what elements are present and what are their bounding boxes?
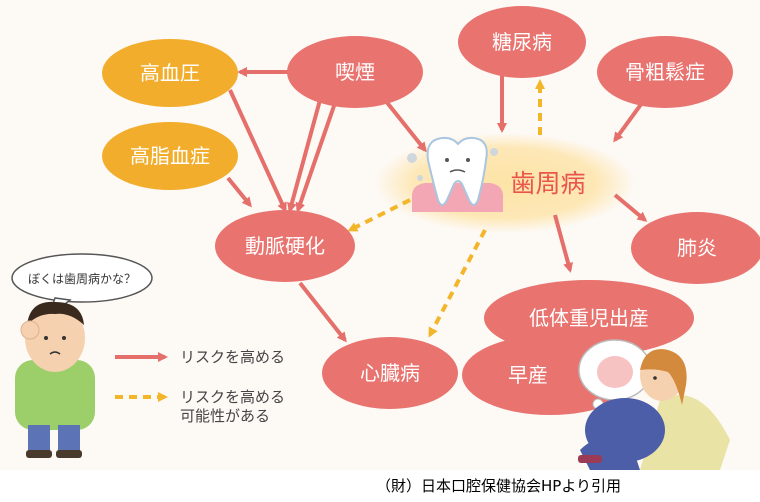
node-pneumonia: 肺炎 [631,212,760,284]
arrow-periodontal-lowbirth [553,214,573,273]
speech-bubble-text: ぼくは歯周病かな？ [28,271,136,286]
node-arteriosclerosis: 動脈硬化 [215,210,355,282]
arrow-smoking-arteriosclerosis [287,99,322,213]
svg-text:低体重児出産: 低体重児出産 [529,306,649,330]
node-hypertension: 高血圧 [102,39,238,107]
tooth-icon [407,136,503,212]
node-heart-disease: 心臓病 [322,337,458,409]
node-smoking: 喫煙 [287,36,423,108]
node-diabetes: 糖尿病 [458,6,586,78]
arrow-periodontal-pneumonia [613,193,648,222]
svg-text:動脈硬化: 動脈硬化 [245,234,325,258]
risk-diagram: 高血圧 喫煙 糖尿病 骨粗鬆症 高脂血症 動脈硬化 肺炎 早産 低体重児出産 心… [11,6,760,470]
node-osteoporosis: 骨粗鬆症 [597,36,733,108]
arrow-periodontal-arteriosclerosis [347,198,411,232]
worried-man-illustration: ぼくは歯周病かな？ [11,253,153,458]
legend-dashed-label-line1: リスクを高める [180,388,285,406]
arrow-hyperlipidemia-arteriosclerosis [226,176,252,208]
pregnant-woman-illustration [578,339,730,470]
arrow-periodontal-heart [428,229,487,338]
svg-text:早産: 早産 [508,363,548,387]
svg-text:心臓病: 心臓病 [360,361,420,385]
legend-solid-label: リスクを高める [180,348,285,366]
arrow-smoking-periodontal [383,98,427,153]
center-glow [375,133,635,233]
svg-text:糖尿病: 糖尿病 [492,30,552,54]
node-hyperlipidemia: 高脂血症 [102,122,238,190]
svg-text:骨粗鬆症: 骨粗鬆症 [625,60,705,84]
svg-text:高脂血症: 高脂血症 [130,144,210,168]
arrow-arteriosclerosis-heart [298,281,347,343]
node-low-birth-weight: 低体重児出産 [484,280,694,356]
svg-text:肺炎: 肺炎 [677,236,717,260]
svg-text:喫煙: 喫煙 [335,60,375,84]
legend-dashed-label-line2: 可能性がある [180,407,270,425]
node-periodontal: 歯周病 [510,169,585,198]
svg-text:高血圧: 高血圧 [140,61,200,85]
source-credit: （財）日本口腔保健協会HPより引用 [376,477,622,495]
arrow-smoking-heart [295,102,337,213]
arrow-hypertension-arteriosclerosis [228,89,287,213]
